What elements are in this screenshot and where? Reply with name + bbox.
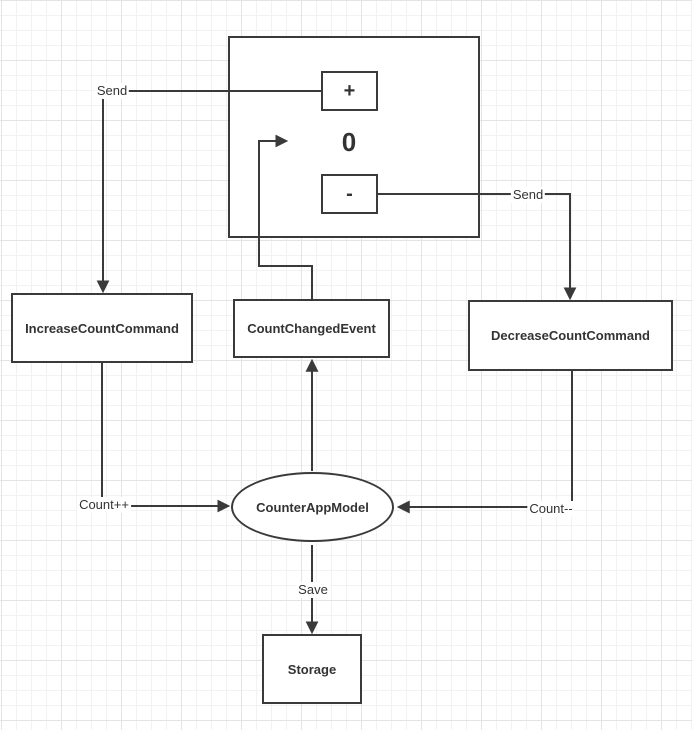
count-changed-event-label: CountChangedEvent: [247, 321, 376, 336]
decrement-button-label: -: [346, 182, 353, 205]
node-increase-count-command[interactable]: IncreaseCountCommand: [11, 293, 193, 363]
edge-label-count-decrement[interactable]: Count--: [527, 501, 575, 517]
node-decrement-button[interactable]: -: [321, 174, 378, 214]
edge-label-send-right[interactable]: Send: [510, 187, 546, 203]
decrease-count-command-label: DecreaseCountCommand: [491, 328, 650, 343]
node-increment-button[interactable]: +: [321, 71, 378, 111]
edge-increase-command-to-model[interactable]: [101, 363, 231, 513]
increment-button-label: +: [343, 79, 356, 102]
node-count-changed-event[interactable]: CountChangedEvent: [233, 299, 390, 358]
edge-decrease-command-to-model[interactable]: [396, 371, 573, 514]
counter-value: 0: [341, 126, 357, 157]
storage-label: Storage: [287, 661, 337, 677]
edge-label-save[interactable]: Save: [296, 582, 330, 598]
node-decrease-count-command[interactable]: DecreaseCountCommand: [468, 300, 673, 371]
node-storage[interactable]: Storage: [262, 634, 362, 704]
counter-value-display[interactable]: 0: [329, 127, 369, 157]
counter-app-model-label: CounterAppModel: [256, 499, 369, 515]
increase-count-command-label: IncreaseCountCommand: [25, 320, 179, 336]
edge-label-send-left[interactable]: Send: [94, 83, 130, 99]
edge-label-count-increment[interactable]: Count++: [77, 497, 131, 513]
node-counter-app-model[interactable]: CounterAppModel: [231, 472, 394, 542]
